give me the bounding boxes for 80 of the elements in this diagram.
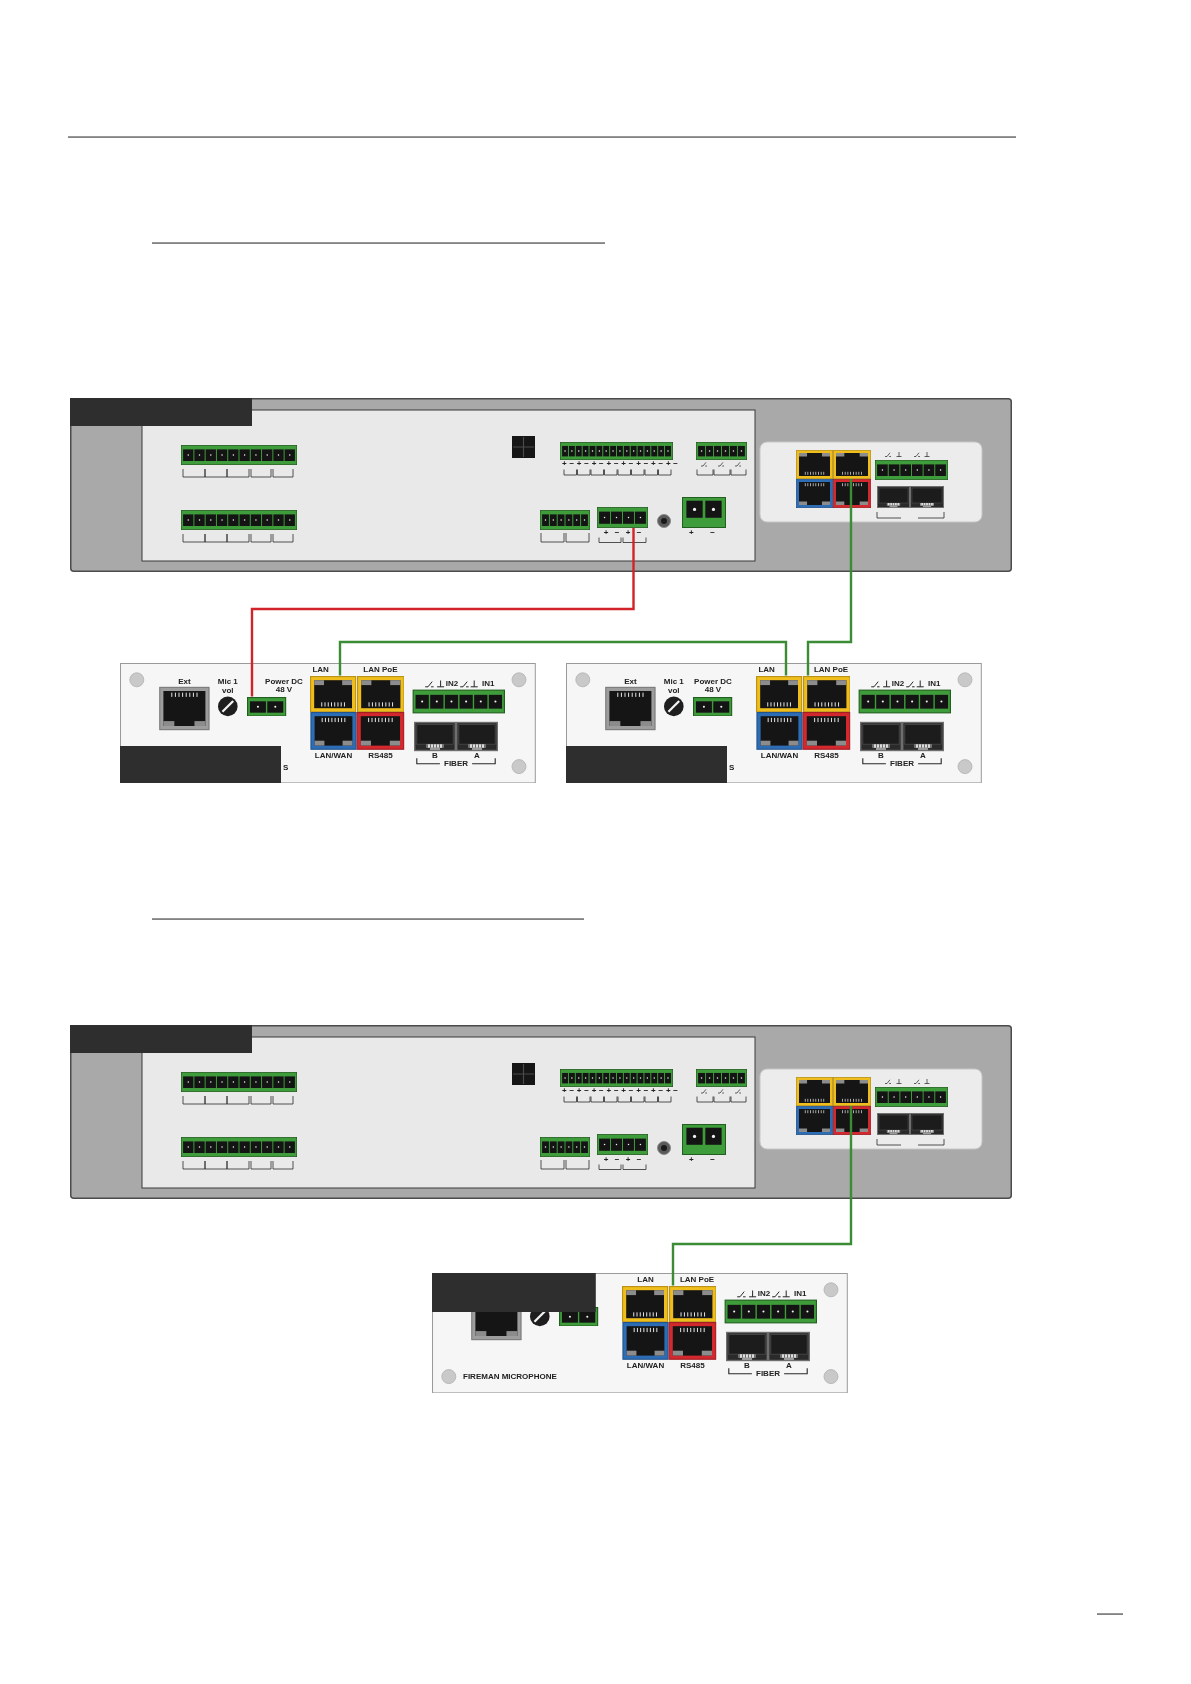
pin-polarity-label: −	[636, 528, 642, 537]
network-port	[356, 675, 405, 712]
port-label: LAN PoE	[813, 666, 849, 675]
cable	[806, 479, 853, 676]
fiber-label: FIBER	[444, 759, 468, 768]
port-label: A	[474, 751, 480, 760]
knob-label: Mic 1 vol	[662, 678, 685, 695]
terminal-block	[540, 510, 590, 530]
network-port	[833, 450, 871, 479]
wall-panel	[432, 1273, 848, 1394]
port-label: Ext	[178, 677, 191, 686]
port-label: B	[432, 751, 438, 760]
pin-polarity-label: −	[636, 1155, 642, 1164]
input-label: IN1	[793, 1290, 807, 1299]
network-port	[310, 675, 357, 712]
cable	[250, 528, 635, 697]
connector-label: Power DC 48 V	[693, 678, 733, 695]
pin-polarity-label: −	[614, 528, 620, 537]
port-label: LAN/WAN	[760, 751, 799, 760]
fiber-label: FIBER	[756, 1369, 780, 1378]
terminal-block	[693, 696, 733, 717]
pin-polarity-label: +	[603, 1155, 609, 1164]
input-label: IN2	[445, 680, 459, 689]
caption-fragment: S	[283, 764, 289, 773]
input-label: IN1	[481, 680, 495, 689]
input-label: IN1	[927, 680, 941, 689]
port-label: LAN	[312, 666, 329, 675]
cable	[671, 1106, 853, 1286]
port-label: RS485	[814, 751, 839, 760]
network-port	[668, 1285, 717, 1322]
pin-polarity-label: + −	[689, 1155, 715, 1164]
pin-polarity-label: +	[625, 1155, 631, 1164]
port-label: RS485	[680, 1361, 705, 1370]
port-label: LAN PoE	[679, 1276, 715, 1285]
network-port	[802, 675, 851, 712]
pin-polarity-label: +	[603, 528, 609, 537]
network-port	[796, 1077, 833, 1106]
pin-polarity-label: −	[614, 1155, 620, 1164]
fiber-label: FIBER	[890, 759, 914, 768]
wall-panel	[120, 663, 536, 784]
terminal-block	[696, 1069, 747, 1087]
device-chassis	[70, 1025, 1012, 1199]
network-port	[796, 450, 833, 479]
wall-panel	[566, 663, 982, 784]
panel-caption: FIREMAN MICROPHONE	[463, 1373, 557, 1382]
port-label: LAN/WAN	[626, 1361, 665, 1370]
port-label: LAN	[637, 1276, 654, 1285]
port-label: LAN PoE	[363, 666, 398, 675]
dark-plate	[70, 398, 252, 426]
device-chassis	[70, 398, 1012, 572]
terminal-block	[696, 442, 747, 460]
port-label: LAN	[758, 666, 775, 675]
connector-label: Power DC 48 V	[264, 678, 304, 695]
network-port	[833, 1077, 871, 1106]
dark-plate	[70, 1025, 252, 1053]
dark-plate	[432, 1273, 596, 1313]
port-label: A	[786, 1361, 792, 1370]
port-label: RS485	[368, 751, 393, 760]
terminal-block	[597, 507, 648, 528]
cable	[338, 640, 788, 676]
port-label: B	[744, 1361, 750, 1370]
dark-plate	[120, 745, 281, 784]
pin-polarity-label: + −	[689, 528, 715, 537]
network-port	[756, 675, 803, 712]
pin-polarity-label: +	[625, 528, 631, 537]
input-label: IN2	[757, 1290, 771, 1299]
terminal-block	[597, 1134, 648, 1155]
caption-fragment: S	[729, 764, 735, 773]
input-label: IN2	[891, 680, 905, 689]
port-label: LAN/WAN	[314, 751, 353, 760]
network-port	[622, 1285, 669, 1322]
terminal-block	[247, 696, 287, 717]
knob-label: Mic 1 vol	[216, 678, 239, 695]
dark-plate	[566, 745, 727, 784]
pin-polarity-label: + − + − + − + − + − + − + − + −	[562, 1087, 678, 1096]
port-label: B	[878, 751, 884, 760]
pin-polarity-label: + − + − + − + − + − + − + − + −	[562, 460, 678, 469]
port-label: Ext	[624, 677, 637, 686]
terminal-block	[540, 1137, 590, 1157]
port-label: A	[920, 751, 926, 760]
